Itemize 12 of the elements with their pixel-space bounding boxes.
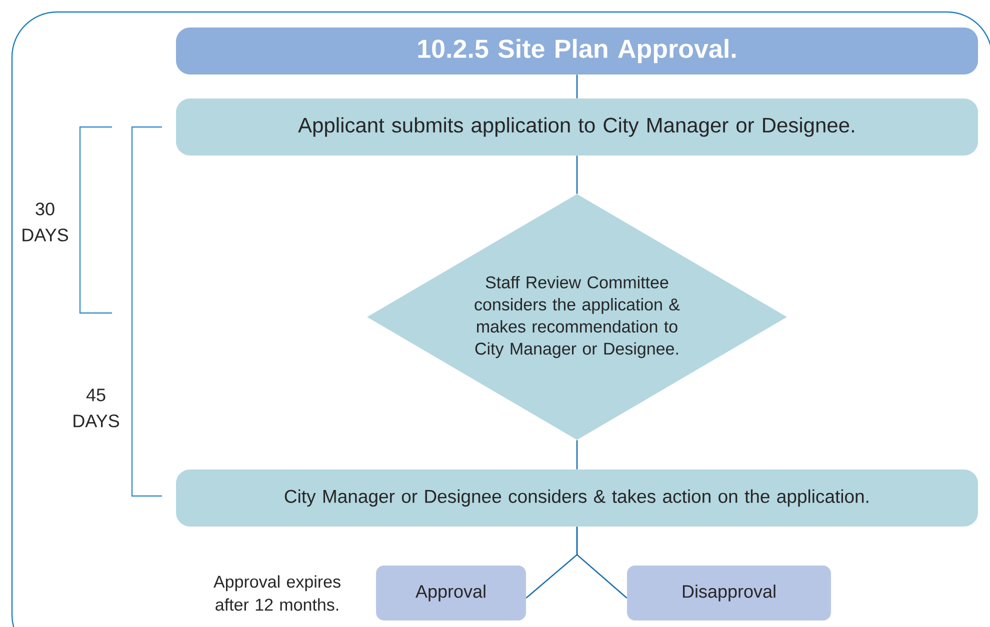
connector-line <box>576 440 578 470</box>
connector-line <box>576 74 578 98</box>
process-box: City Manager or Designee considers & takes action on the application. <box>176 470 978 526</box>
note-text: Approval expires after 12 months. <box>214 575 340 611</box>
connector-line <box>576 526 628 598</box>
outcome-box: Disapproval <box>627 566 831 620</box>
process-box: Applicant submits application to City Manager or Designee. <box>176 98 978 156</box>
connector-line <box>576 156 578 194</box>
duration-label: 45 DAYS <box>74 388 120 428</box>
outcome-box: Approval <box>376 566 526 620</box>
title-banner: 10.2.5 Site Plan Approval. <box>176 28 978 74</box>
duration-label: 30 DAYS <box>22 202 68 242</box>
